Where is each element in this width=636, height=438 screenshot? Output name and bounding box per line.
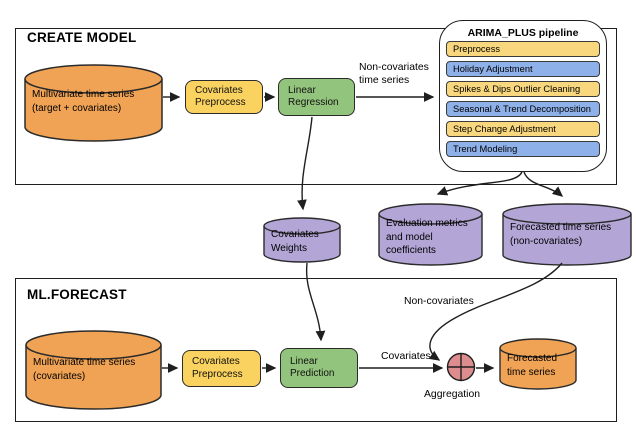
step-label: Trend Modeling xyxy=(453,144,518,155)
cylinder-shape-icon xyxy=(25,330,162,410)
cylinder-shape-icon xyxy=(263,217,341,263)
pipeline-step-step-change: Step Change Adjustment xyxy=(446,121,600,137)
arima-plus-pipeline-container: ARIMA_PLUS pipeline Preprocess Holiday A… xyxy=(439,20,607,172)
cylinder-label: Forecasted time series xyxy=(507,353,558,378)
pipeline-title: ARIMA_PLUS pipeline xyxy=(467,27,579,39)
step-label: Step Change Adjustment xyxy=(453,124,556,135)
pipeline-step-preprocess: Preprocess xyxy=(446,41,600,57)
covariates-preprocess-node: Covariates Preprocess xyxy=(185,80,263,114)
pipeline-step-seasonal-trend: Seasonal & Trend Decomposition xyxy=(446,101,600,117)
noncovariates-time-series-label: Non-covariates time series xyxy=(359,62,429,86)
node-label: Covariates Preprocess xyxy=(192,356,243,380)
cylinder-label: Multivariate time series (target + covar… xyxy=(32,89,135,114)
forecasted-noncovariates-cylinder: Forecasted time series (non-covariates) xyxy=(502,203,632,267)
linear-regression-node: Linear Regression xyxy=(278,78,355,116)
forecasted-time-series-cylinder: Forecasted time series xyxy=(499,338,577,390)
ml-forecast-title: ML.FORECAST xyxy=(27,287,127,302)
cylinder-shape-icon xyxy=(502,203,632,266)
pipeline-step-spikes-dips: Spikes & Dips Outlier Cleaning xyxy=(446,81,600,97)
linear-prediction-node: Linear Prediction xyxy=(280,348,358,388)
node-label: Linear Prediction xyxy=(290,355,335,380)
noncovariates-label: Non-covariates xyxy=(404,296,474,307)
pipeline-step-trend-modeling: Trend Modeling xyxy=(446,141,600,157)
evaluation-metrics-cylinder: Evaluation metrics and model coefficient… xyxy=(378,203,483,267)
covariates-weights-cylinder: Covariates Weights xyxy=(263,217,341,263)
cylinder-label: Forecasted time series (non-covariates) xyxy=(510,222,612,247)
cylinder-label: Covariates Weights xyxy=(271,229,319,254)
step-label: Seasonal & Trend Decomposition xyxy=(453,104,591,115)
covariates-preprocess-node-forecast: Covariates Preprocess xyxy=(182,350,261,387)
covariates-label: Covariates xyxy=(381,351,431,362)
node-label: Linear Regression xyxy=(288,84,339,109)
step-label: Holiday Adjustment xyxy=(453,63,533,74)
create-model-section-box xyxy=(15,28,617,185)
cylinder-label: Evaluation metrics and model coefficient… xyxy=(386,218,468,256)
step-label: Preprocess xyxy=(453,43,501,54)
node-label: Covariates Preprocess xyxy=(195,84,246,109)
multivariate-covariates-cylinder: Multivariate time series (covariates) xyxy=(25,330,162,410)
cylinder-shape-icon xyxy=(378,203,483,266)
cylinder-shape-icon xyxy=(24,64,163,142)
step-label: Spikes & Dips Outlier Cleaning xyxy=(453,83,581,94)
cylinder-label: Multivariate time series (covariates) xyxy=(33,357,136,382)
multivariate-target-covariates-cylinder: Multivariate time series (target + covar… xyxy=(24,64,163,142)
aggregation-label: Aggregation xyxy=(424,389,481,400)
pipeline-step-holiday-adjustment: Holiday Adjustment xyxy=(446,61,600,77)
create-model-title: CREATE MODEL xyxy=(27,30,137,45)
pipeline-steps: Preprocess Holiday Adjustment Spikes & D… xyxy=(446,41,600,157)
